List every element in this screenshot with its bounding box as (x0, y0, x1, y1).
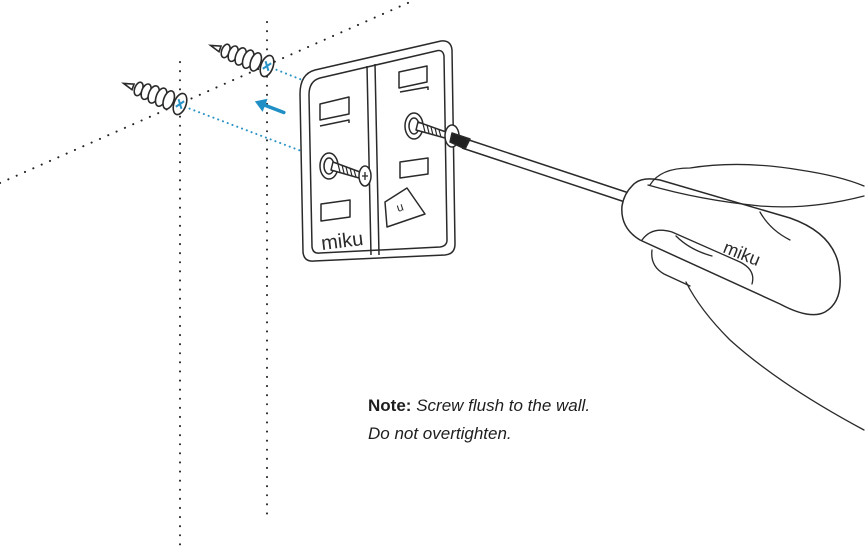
screw-path-upper (266, 65, 414, 125)
screwdriver-icon: miku (449, 132, 841, 316)
mounting-plate-icon: u miku (299, 40, 460, 262)
plate-badge-letter: u (395, 199, 406, 214)
screw-icon (121, 81, 188, 116)
screw-path-lower (179, 104, 326, 161)
wall-edge-guide-top (0, 1, 411, 184)
installation-note: Note: Screw flush to the wall. Do not ov… (368, 392, 590, 448)
screw-icon (208, 43, 275, 78)
plate-brand-text: miku (320, 228, 365, 255)
direction-arrow-icon (254, 98, 286, 115)
plate-badge (384, 187, 426, 228)
note-label: Note: (368, 396, 412, 415)
note-line-1: Note: Screw flush to the wall. (368, 392, 590, 420)
hand-icon (641, 163, 865, 431)
note-text-1: Screw flush to the wall. (416, 396, 591, 415)
screw-paths (179, 65, 414, 161)
note-line-2: Do not overtighten. (368, 420, 590, 448)
note-text-2: Do not overtighten. (368, 424, 512, 443)
screw-icon (319, 152, 372, 187)
